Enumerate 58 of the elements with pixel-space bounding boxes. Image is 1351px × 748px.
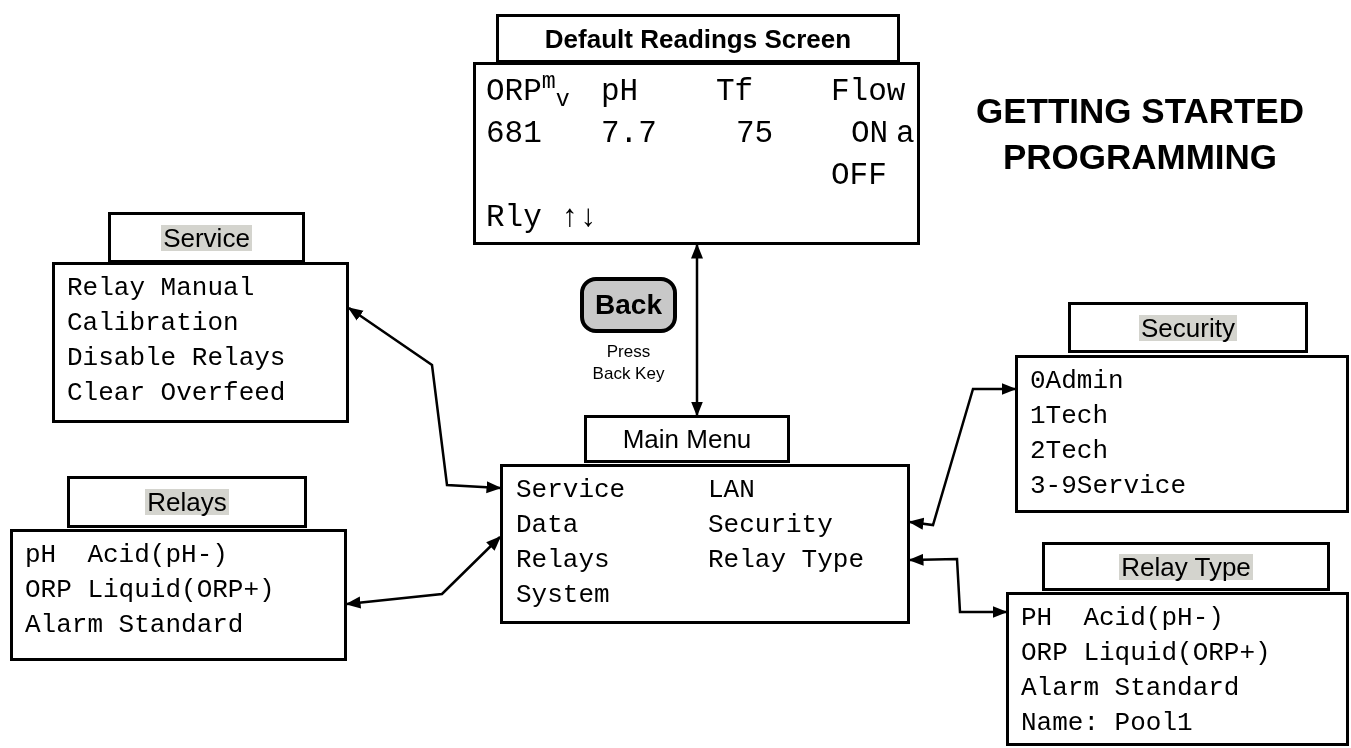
screen-reading: a — [896, 115, 915, 153]
menu-item: 3-9Service — [1030, 470, 1187, 503]
menu-item: Clear Overfeed — [67, 377, 286, 410]
menu-item: Security — [708, 509, 834, 542]
screen-reading: Tf — [716, 73, 754, 111]
menu-item: LAN — [708, 474, 756, 507]
menu-title-box — [1068, 302, 1308, 353]
screen-reading: ON — [851, 115, 889, 153]
menu-title: Main Menu — [621, 426, 753, 452]
menu-item: Alarm Standard — [25, 609, 244, 642]
menu-title: Relay Type — [1119, 553, 1253, 580]
menu-title: Default Readings Screen — [543, 25, 853, 52]
menu-title-box — [1042, 542, 1330, 591]
page-title: GETTING STARTED PROGRAMMING — [975, 90, 1305, 178]
screen-reading: pH — [601, 73, 639, 111]
menu-item: 2Tech — [1030, 435, 1108, 468]
menu-item: PH Acid(pH-) — [1021, 602, 1224, 635]
menu-item: ORP Liquid(ORP+) — [1021, 637, 1271, 670]
menu-item: pH Acid(pH-) — [25, 539, 228, 572]
arrow — [691, 243, 703, 417]
menu-item: Name: Pool1 — [1021, 707, 1193, 740]
arrow — [908, 383, 1017, 530]
arrow — [908, 553, 1008, 618]
screen-reading: 681 — [486, 115, 542, 153]
menu-item: 1Tech — [1030, 400, 1108, 433]
menu-title-box — [108, 212, 305, 263]
menu-item: System — [516, 579, 611, 612]
menu-item: Relay Manual — [67, 272, 255, 305]
readings-screen — [473, 62, 920, 245]
menu-box — [1015, 355, 1349, 513]
menu-item: Relay Type — [708, 544, 866, 577]
screen-reading: Flow — [831, 73, 906, 111]
arrow — [345, 535, 502, 609]
menu-item: Alarm Standard — [1021, 672, 1240, 705]
key-caption: Press Back Key — [591, 341, 666, 385]
screen-reading: 7.7 — [601, 115, 657, 153]
key-label: Back — [595, 291, 662, 319]
menu-box — [1006, 592, 1349, 746]
screen-reading: 75 — [736, 115, 774, 153]
screen-reading: OFF — [831, 157, 887, 195]
menu-title: Security — [1139, 314, 1237, 341]
menu-item: ORP Liquid(ORP+) — [25, 574, 275, 607]
arrow — [347, 306, 502, 494]
menu-box — [10, 529, 347, 661]
menu-box — [52, 262, 349, 423]
menu-title-box — [584, 415, 790, 463]
menu-title: Relays — [145, 489, 229, 515]
menu-title-box — [67, 476, 307, 528]
menu-item: Disable Relays — [67, 342, 286, 375]
menu-item: Service — [516, 474, 627, 507]
menu-title: Service — [161, 224, 252, 251]
screen-reading: Rly ↑↓ — [486, 199, 598, 237]
menu-item: 0Admin — [1030, 365, 1124, 398]
menu-item: Calibration — [67, 307, 239, 340]
menu-title-box — [496, 14, 900, 63]
menu-item: Relays — [516, 544, 611, 577]
menu-item: Data — [516, 509, 580, 542]
menu-box — [500, 464, 910, 624]
